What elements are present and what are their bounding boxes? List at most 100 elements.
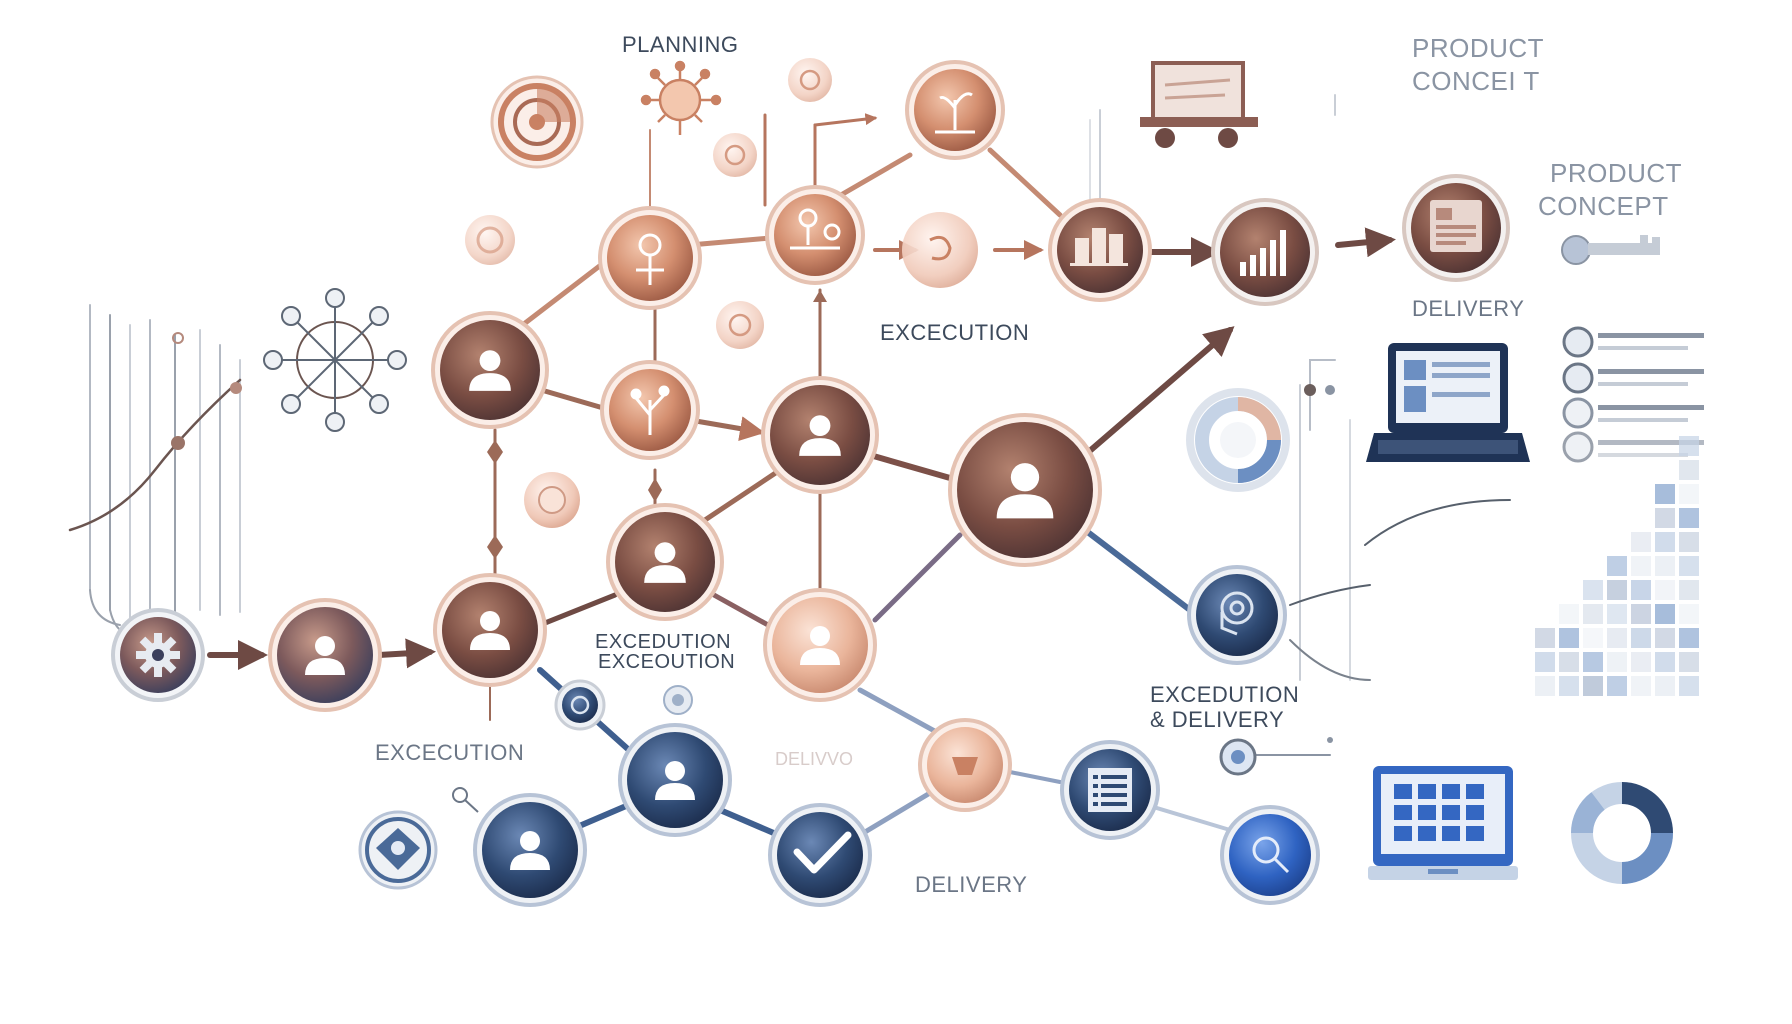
label-execution-mid-1: EXCEDUTION	[595, 631, 731, 653]
grid-cell	[1655, 580, 1675, 600]
label-delivery-right: DELIVERY	[1412, 296, 1524, 321]
grid-cell	[1631, 628, 1651, 648]
node-pale-small-1	[716, 301, 764, 349]
tree-icon	[636, 233, 664, 285]
presentation-board	[1140, 61, 1258, 148]
grid-cell	[1679, 676, 1699, 696]
node-support	[1187, 565, 1287, 665]
grid-cell	[1583, 652, 1603, 672]
grid-cell	[1655, 628, 1675, 648]
label-product-concept-top-1: PRODUCT	[1412, 33, 1544, 63]
grid-cell	[1631, 532, 1651, 552]
node-pale-small-4	[524, 472, 580, 528]
grid-cell	[1679, 556, 1699, 576]
label-product-concept-mid-1: PRODUCT	[1550, 158, 1682, 188]
grid-cell	[1631, 652, 1651, 672]
node-person-6	[948, 413, 1102, 567]
grid-cell	[1679, 436, 1699, 456]
label-delivery-bottom: DELIVERY	[915, 872, 1027, 897]
grid-cell	[1535, 628, 1555, 648]
node-person-2	[433, 573, 547, 687]
node-small-pale	[663, 685, 693, 715]
search-pin-icon	[1219, 737, 1333, 776]
node-target-top	[490, 75, 584, 169]
grid-cell	[1655, 676, 1675, 696]
grid-cell	[1559, 676, 1579, 696]
grid-cell	[1679, 652, 1699, 672]
gear-icon	[136, 633, 180, 677]
node-list-doc	[1060, 740, 1160, 840]
document-icon	[1088, 768, 1132, 812]
node-search-blue	[1220, 805, 1320, 905]
node-person-3	[431, 311, 549, 429]
grid-cell	[1655, 532, 1675, 552]
person-icon	[996, 463, 1054, 519]
checklist-icon	[1562, 326, 1704, 463]
growth-chart-graphic	[68, 304, 242, 636]
label-delivery-faded: DELIVVO	[775, 749, 853, 769]
node-cup	[918, 718, 1012, 812]
laptop-icon	[1366, 343, 1530, 462]
person-nodes	[268, 311, 1102, 907]
grid-cell	[1559, 628, 1579, 648]
network-icon	[263, 288, 407, 432]
decor-dots	[1304, 384, 1335, 396]
node-tree-2	[600, 360, 700, 460]
label-exec-delivery-2: & DELIVERY	[1150, 707, 1284, 732]
grid-bar-chart	[1535, 436, 1699, 696]
node-pale-left	[465, 215, 515, 265]
grid-cell	[1559, 652, 1579, 672]
grid-cell	[1655, 556, 1675, 576]
grid-cell	[1631, 604, 1651, 624]
node-planning-star	[640, 60, 722, 135]
node-gear-start	[111, 608, 205, 702]
labels: PLANNING EXCECUTION EXCEDUTION EXCEOUTIO…	[375, 32, 1682, 897]
label-execution-top: EXCECUTION	[880, 320, 1029, 345]
node-document-concept	[1402, 174, 1510, 282]
grid-cell	[1679, 532, 1699, 552]
grid-cell	[1607, 604, 1627, 624]
node-person-8	[618, 723, 732, 837]
arrow-person-to-person	[375, 638, 436, 669]
person-icon	[799, 415, 841, 456]
cup-icon	[952, 757, 978, 775]
node-shield	[358, 787, 479, 890]
grid-cell	[1607, 628, 1627, 648]
grid-cell	[1583, 604, 1603, 624]
grid-cell	[1631, 580, 1651, 600]
donut-chart-icon	[1186, 388, 1290, 492]
grid-cell	[1655, 484, 1675, 504]
grid-cell	[1655, 604, 1675, 624]
person-icon	[469, 350, 511, 391]
person-icon	[305, 636, 345, 675]
person-icon	[655, 761, 695, 800]
plant-icon	[935, 92, 975, 134]
person-icon	[644, 542, 686, 583]
grid-cell	[1679, 580, 1699, 600]
headset-icon	[1220, 591, 1254, 636]
node-pale-center	[902, 212, 978, 288]
node-person-9	[473, 793, 587, 907]
key-icon	[1561, 235, 1660, 265]
node-buildings	[1048, 198, 1152, 302]
buildings-icon	[1070, 228, 1128, 266]
grid-cell	[1631, 556, 1651, 576]
grid-cell	[1655, 652, 1675, 672]
node-person-5	[761, 376, 879, 494]
node-checkmark	[768, 803, 872, 907]
label-product-concept-top-2: CONCEI T	[1412, 66, 1540, 96]
node-pale-small-3	[788, 58, 832, 102]
search-icon	[1252, 836, 1290, 874]
grid-cell	[1535, 652, 1555, 672]
grid-cell	[1583, 628, 1603, 648]
tools-icon	[790, 208, 841, 250]
grid-cell	[1583, 676, 1603, 696]
person-icon	[800, 626, 840, 665]
label-execution-mid-2: EXCEOUTION	[598, 651, 735, 673]
donut-chart-icon	[1571, 782, 1673, 884]
node-person-1	[268, 598, 382, 712]
label-exec-delivery-1: EXCEDUTION	[1150, 682, 1299, 707]
node-person-7	[763, 588, 877, 702]
node-planning-tools	[765, 185, 865, 285]
grid-cell	[1679, 460, 1699, 480]
